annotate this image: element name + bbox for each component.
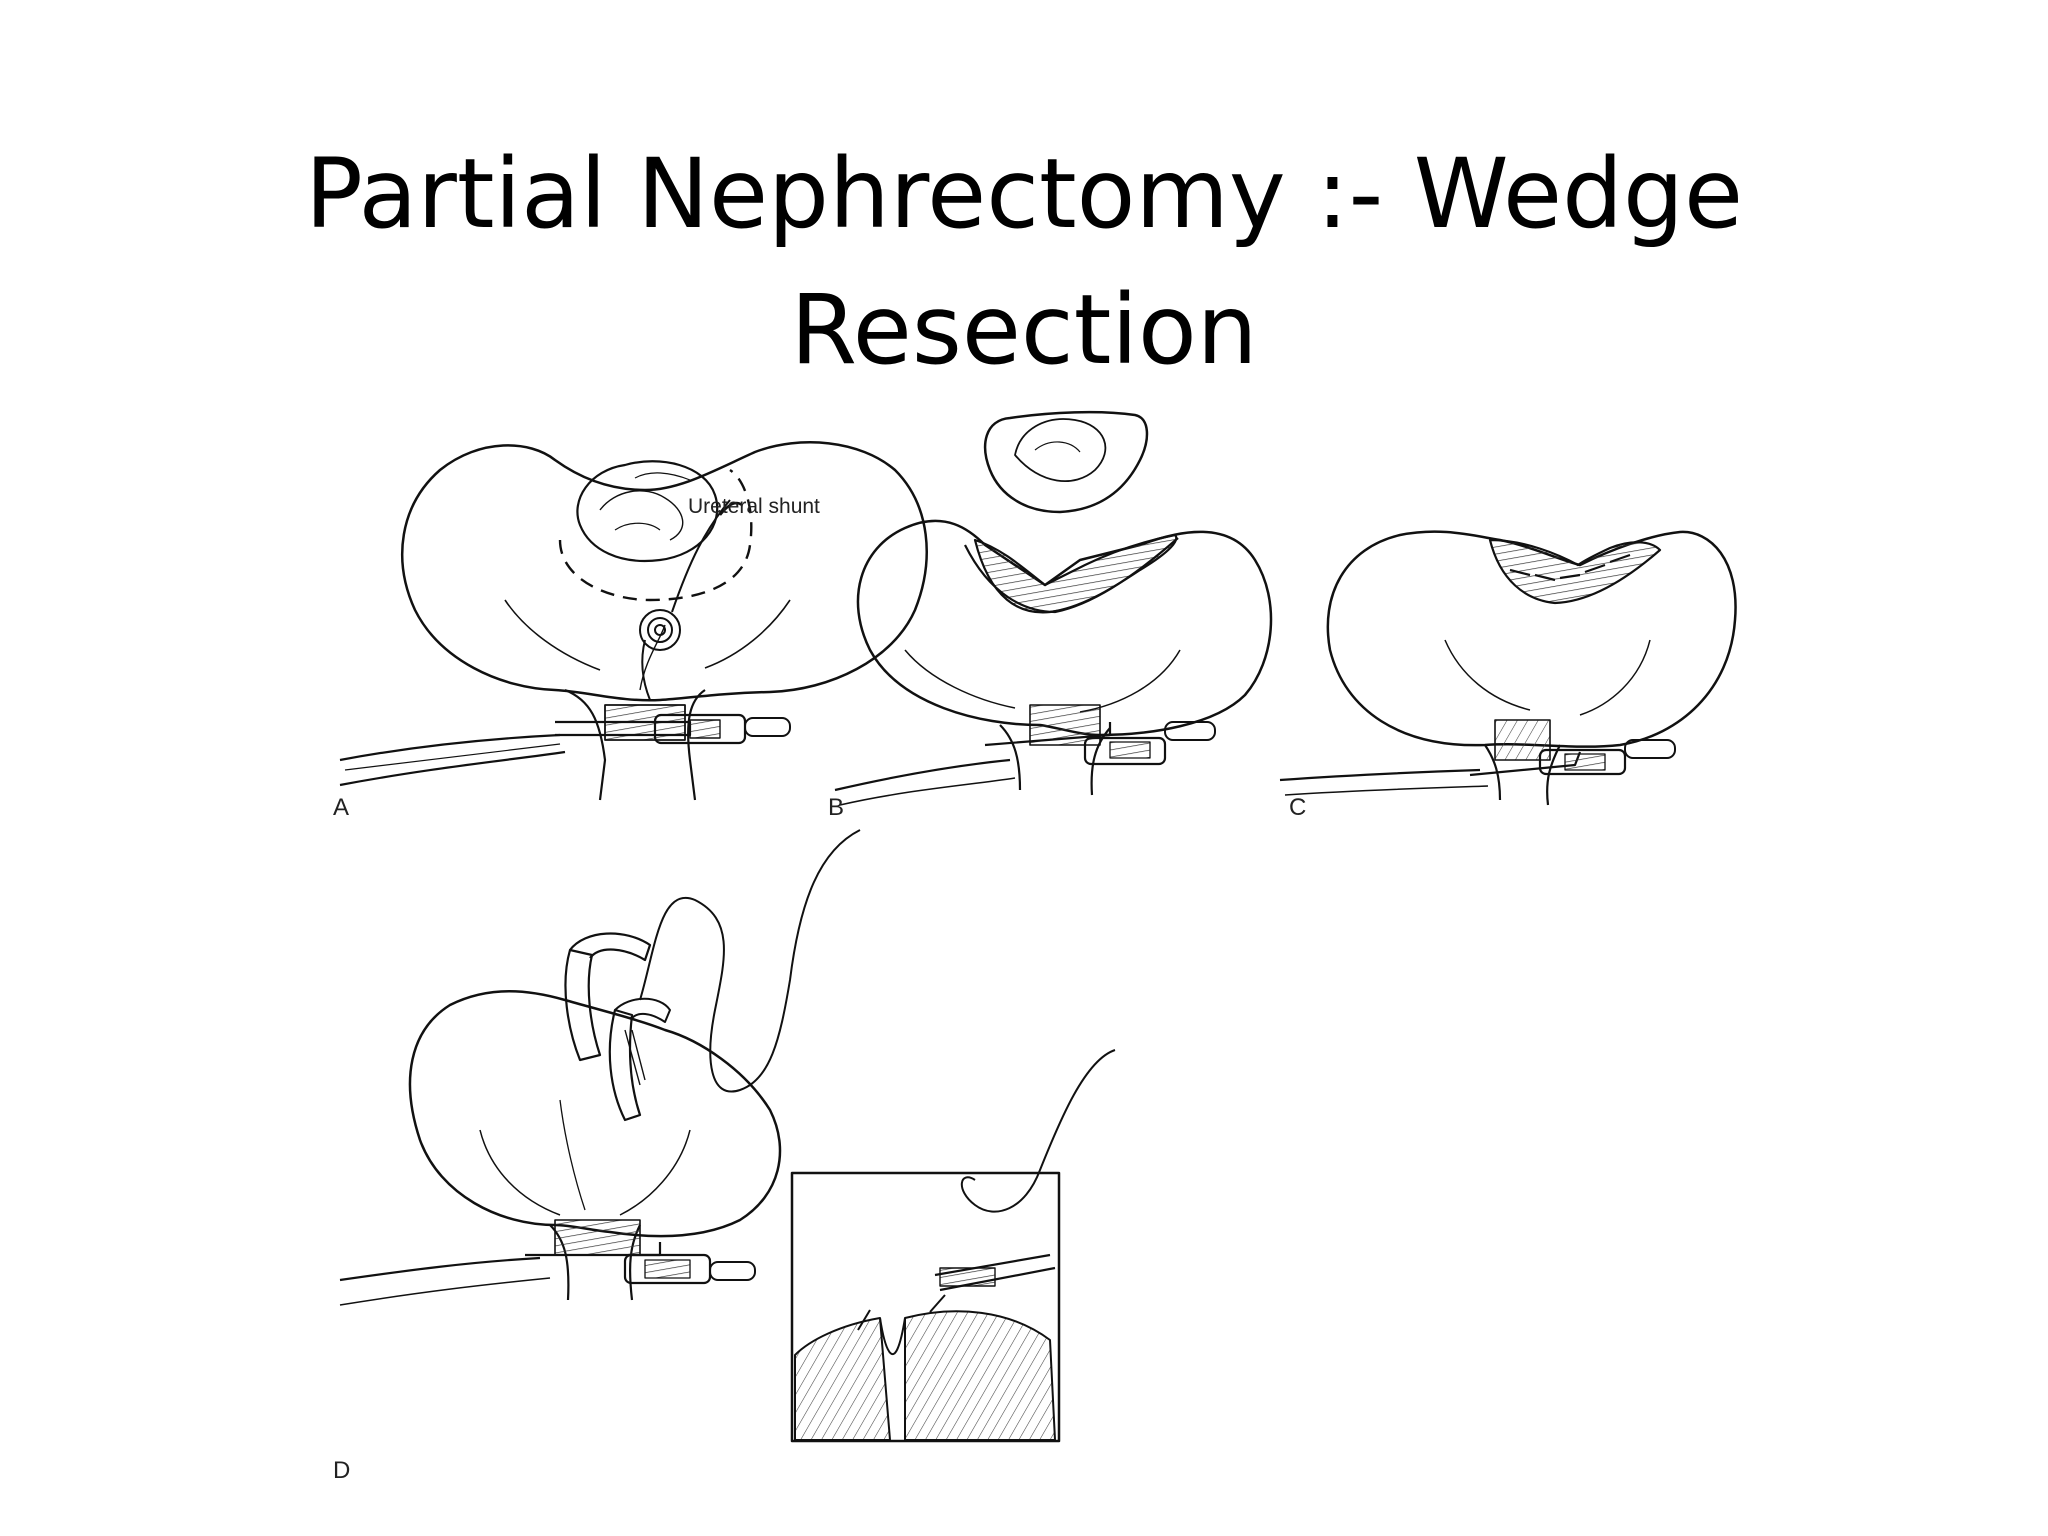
- bolster-pledget: [564, 948, 602, 1062]
- bolster-pledget-2: [608, 1008, 642, 1122]
- cut-parenchyma: [794, 1317, 891, 1441]
- resection-line: [558, 469, 753, 602]
- slide-title-line-2: Resection: [790, 274, 1258, 387]
- panel-b: [834, 410, 1273, 806]
- panel-label-d: D: [333, 1457, 350, 1484]
- suture-strand-d: [639, 829, 861, 1093]
- panel-a: [339, 441, 928, 801]
- slide-title-line-1: Partial Nephrectomy :- Wedge: [304, 138, 1744, 251]
- kidney-outline-a: [401, 441, 928, 702]
- excised-tumor-wedge: [983, 410, 1149, 514]
- panel-c: [1279, 530, 1737, 806]
- panel-label-b: B: [828, 794, 844, 821]
- panel-label-a: A: [333, 794, 349, 821]
- kidney-outline-d: [408, 990, 782, 1238]
- slide-title: Partial Nephrectomy :- Wedge Resection: [0, 126, 2048, 398]
- sutured-defect-c: [1488, 538, 1662, 605]
- ureteral-shunt-callout: Ureteral shunt: [688, 495, 820, 518]
- panel-d: [339, 829, 861, 1306]
- ureteral-shunt-coil: [639, 499, 731, 701]
- inset-detail: [790, 1049, 1116, 1443]
- panel-label-c: C: [1289, 794, 1306, 821]
- kidney-outline-b: [856, 519, 1273, 737]
- tumor-a: [576, 460, 719, 562]
- wedge-defect-b: [973, 533, 1178, 614]
